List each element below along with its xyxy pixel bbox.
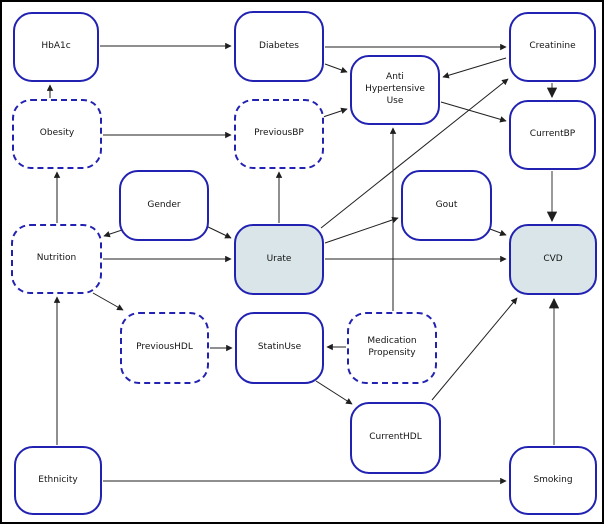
node-nutrition[interactable]: Nutrition <box>11 224 102 294</box>
node-creatinine[interactable]: Creatinine <box>509 12 596 82</box>
node-ethnicity[interactable]: Ethnicity <box>14 446 102 515</box>
edge-antihypertensiveuse-currentbp <box>440 101 507 123</box>
node-label: CVD <box>543 253 563 264</box>
node-label: Ethnicity <box>38 474 78 485</box>
node-label: Smoking <box>533 474 573 485</box>
edge-statinuse-currenthdl <box>315 380 353 405</box>
node-label: StatinUse <box>257 342 302 353</box>
node-label: Anti Hypertensive Use <box>365 72 425 106</box>
edge-gout-cvd <box>489 228 507 236</box>
node-medicationpropensity[interactable]: Medication Propensity <box>347 312 437 384</box>
node-label: Obesity <box>39 128 75 139</box>
node-smoking[interactable]: Smoking <box>509 446 597 515</box>
edge-urate-gout <box>324 216 399 244</box>
node-label: Diabetes <box>259 40 299 51</box>
edge-nutrition-previoushdl <box>92 292 124 311</box>
node-label: Nutrition <box>36 253 77 264</box>
node-label: PreviousHDL <box>136 342 193 353</box>
node-currentbp[interactable]: CurrentBP <box>509 100 596 170</box>
edge-urate-creatinine <box>320 78 509 229</box>
node-label: CurrentBP <box>529 129 576 140</box>
edge-diabetes-antihypertensiveuse <box>324 63 348 74</box>
node-previousbp[interactable]: PreviousBP <box>234 99 324 169</box>
node-label: PreviousBP <box>254 128 304 139</box>
edge-currenthdl-cvd <box>431 297 518 401</box>
node-gender[interactable]: Gender <box>119 170 209 241</box>
node-urate[interactable]: Urate <box>234 224 324 295</box>
node-antihypertensiveuse[interactable]: Anti Hypertensive Use <box>350 55 440 125</box>
node-label: HbA1c <box>41 41 71 52</box>
node-label: Urate <box>266 253 292 264</box>
node-hba1c[interactable]: HbA1c <box>13 12 99 82</box>
node-label: Medication Propensity <box>367 336 417 358</box>
node-statinuse[interactable]: StatinUse <box>235 312 324 384</box>
node-label: Gender <box>147 199 181 210</box>
node-cvd[interactable]: CVD <box>509 224 597 295</box>
node-obesity[interactable]: Obesity <box>12 99 102 169</box>
node-previoushdl[interactable]: PreviousHDL <box>120 312 209 384</box>
node-label: Gout <box>435 199 458 210</box>
edge-gender-urate <box>203 224 232 239</box>
node-currenthdl[interactable]: CurrentHDL <box>350 402 441 474</box>
node-label: CurrentHDL <box>369 432 422 443</box>
node-label: Creatinine <box>529 41 576 52</box>
edge-creatinine-antihypertensiveuse <box>442 57 507 79</box>
node-gout[interactable]: Gout <box>401 170 492 241</box>
node-diabetes[interactable]: Diabetes <box>234 11 324 82</box>
